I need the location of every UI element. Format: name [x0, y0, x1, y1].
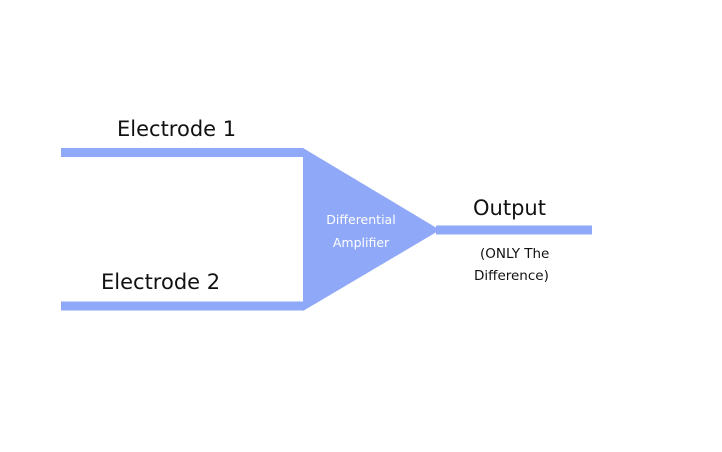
output-label: Output	[473, 196, 546, 220]
output-note-line-1: (ONLY The	[480, 246, 549, 262]
amplifier-label-line-2: Amplifier	[333, 235, 390, 250]
amplifier-label-line-1: Differential	[326, 212, 395, 227]
amplifier-triangle	[303, 148, 440, 311]
electrode-1-label: Electrode 1	[117, 117, 236, 141]
electrode-2-label: Electrode 2	[101, 270, 220, 294]
output-note-line-2: Difference)	[474, 268, 549, 284]
